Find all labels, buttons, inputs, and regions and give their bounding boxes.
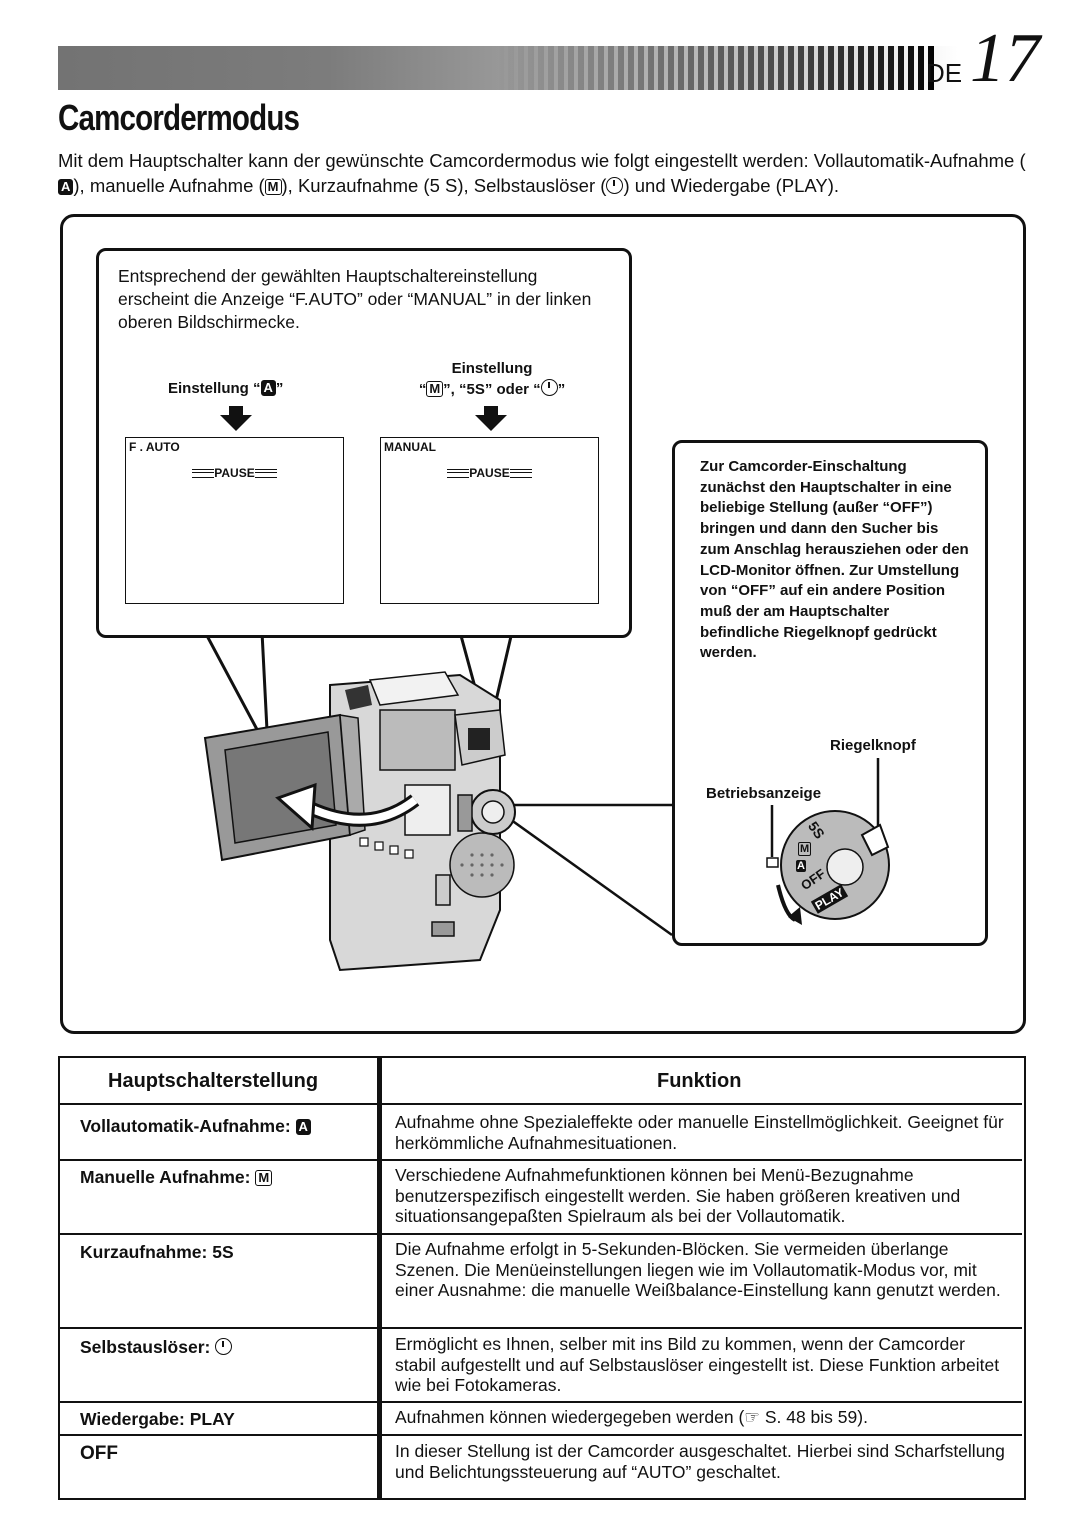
table-row-label: Vollautomatik-Aufnahme: A [80, 1116, 311, 1137]
table-row-desc: Aufnahmen können wiedergegeben werden (☞… [395, 1407, 868, 1427]
screen-auto-pause: PAUSE [126, 466, 343, 480]
manual-mode-icon: M [426, 381, 444, 397]
header-stripes [58, 46, 938, 90]
table-row-label: Selbstauslöser: [80, 1337, 233, 1358]
auto-mode-icon: A [58, 179, 74, 195]
table-row-desc: Die Aufnahme erfolgt in 5-Sekunden-Blöck… [395, 1239, 1001, 1300]
pause-bars-icon [254, 469, 277, 479]
label-m-mid: ”, “5S” oder “ [443, 381, 541, 398]
arrow-down-left-icon [220, 415, 252, 431]
row-divider [58, 1233, 1022, 1235]
label-m-prefix: “ [418, 381, 427, 398]
pause-bars-icon [447, 469, 470, 479]
screen-auto: F . AUTO PAUSE [125, 437, 344, 604]
mode-table [58, 1056, 1026, 1500]
header-row-divider [58, 1103, 1022, 1105]
arrow-down-right-stem [484, 406, 498, 416]
callout-text: Entsprechend der gewählten Hauptschalter… [118, 266, 592, 332]
info-text: Zur Camcorder-Einschaltung zunächst den … [700, 458, 969, 662]
pause-bars-icon [192, 469, 215, 479]
auto-mode-icon: A [295, 1119, 311, 1135]
pause-label: PAUSE [214, 466, 255, 480]
arrow-down-left-stem [229, 406, 243, 416]
table-row-label: Manuelle Aufnahme: M [80, 1167, 273, 1188]
table-row-desc: Aufnahme ohne Spezialeffekte oder manuel… [395, 1112, 1004, 1153]
label-riegelknopf: Riegelknopf [830, 737, 916, 754]
label-a-suffix: ” [275, 380, 284, 397]
screen-manual-mode: MANUAL [384, 440, 436, 454]
illustration-frame [60, 214, 1026, 1034]
table-row-label: Wiedergabe: PLAY [80, 1409, 235, 1429]
row-label-text: Manuelle Aufnahme: [80, 1167, 256, 1187]
label-setting-auto: Einstellung “A” [168, 380, 283, 397]
table-row-label: OFF [80, 1443, 118, 1464]
intro-text-3: ), Kurzaufnahme (5 S), Selbstauslöser ( [281, 175, 607, 196]
page-number: 17 [970, 20, 1040, 97]
pause-label: PAUSE [469, 466, 510, 480]
dial-label-a: A [796, 860, 806, 872]
intro-text-2: ), manuelle Aufnahme ( [73, 175, 265, 196]
auto-mode-icon: A [260, 380, 276, 396]
screen-manual-pause: PAUSE [381, 466, 598, 480]
mode-dial-diagram [766, 758, 890, 925]
label-m-line2: “M”, “5S” oder “ ” [402, 379, 582, 400]
label-m-suffix: ” [557, 381, 566, 398]
manual-mode-icon: M [264, 179, 282, 195]
page-title: Camcordermodus [58, 97, 300, 138]
label-betriebsanzeige: Betriebsanzeige [706, 785, 822, 802]
row-divider [58, 1434, 1022, 1436]
label-a-prefix: Einstellung “ [168, 380, 261, 397]
table-column-separator [377, 1056, 382, 1498]
camcorder-illustration [203, 671, 516, 972]
table-header-switch: Hauptschalterstellung [108, 1070, 319, 1092]
label-m-line1: Einstellung [451, 360, 533, 377]
table-row-desc: Ermöglicht es Ihnen, selber mit ins Bild… [395, 1334, 1000, 1395]
page-language: DE [926, 58, 963, 88]
screen-auto-mode: F . AUTO [129, 440, 180, 454]
row-divider [58, 1159, 1022, 1161]
pause-bars-icon [509, 469, 532, 479]
manual-mode-icon: M [255, 1170, 273, 1186]
row-label-text: Vollautomatik-Aufnahme: [80, 1116, 296, 1136]
self-timer-icon [606, 177, 624, 194]
self-timer-icon [540, 379, 558, 396]
arrow-down-right-icon [475, 415, 507, 431]
self-timer-icon [215, 1338, 233, 1355]
dial-label-m: M [798, 842, 812, 856]
row-divider [58, 1327, 1022, 1329]
table-row-desc: Verschiedene Aufnahmefunktionen können b… [395, 1165, 961, 1226]
table-row-label: Kurzaufnahme: 5S [80, 1242, 234, 1262]
row-divider [58, 1401, 1022, 1403]
table-row-desc: In dieser Stellung ist der Camcorder aus… [395, 1441, 1005, 1482]
intro-text-4: ) und Wiedergabe (PLAY). [623, 175, 840, 196]
label-setting-manual: Einstellung “M”, “5S” oder “ ” [402, 358, 582, 400]
table-header-function: Funktion [657, 1070, 742, 1092]
screen-manual: MANUAL PAUSE [380, 437, 599, 604]
row-label-text: Selbstauslöser: [80, 1337, 216, 1357]
intro-text-1: Mit dem Hauptschalter kann der gewünscht… [58, 150, 1026, 171]
intro-paragraph: Mit dem Hauptschalter kann der gewünscht… [58, 148, 1028, 198]
